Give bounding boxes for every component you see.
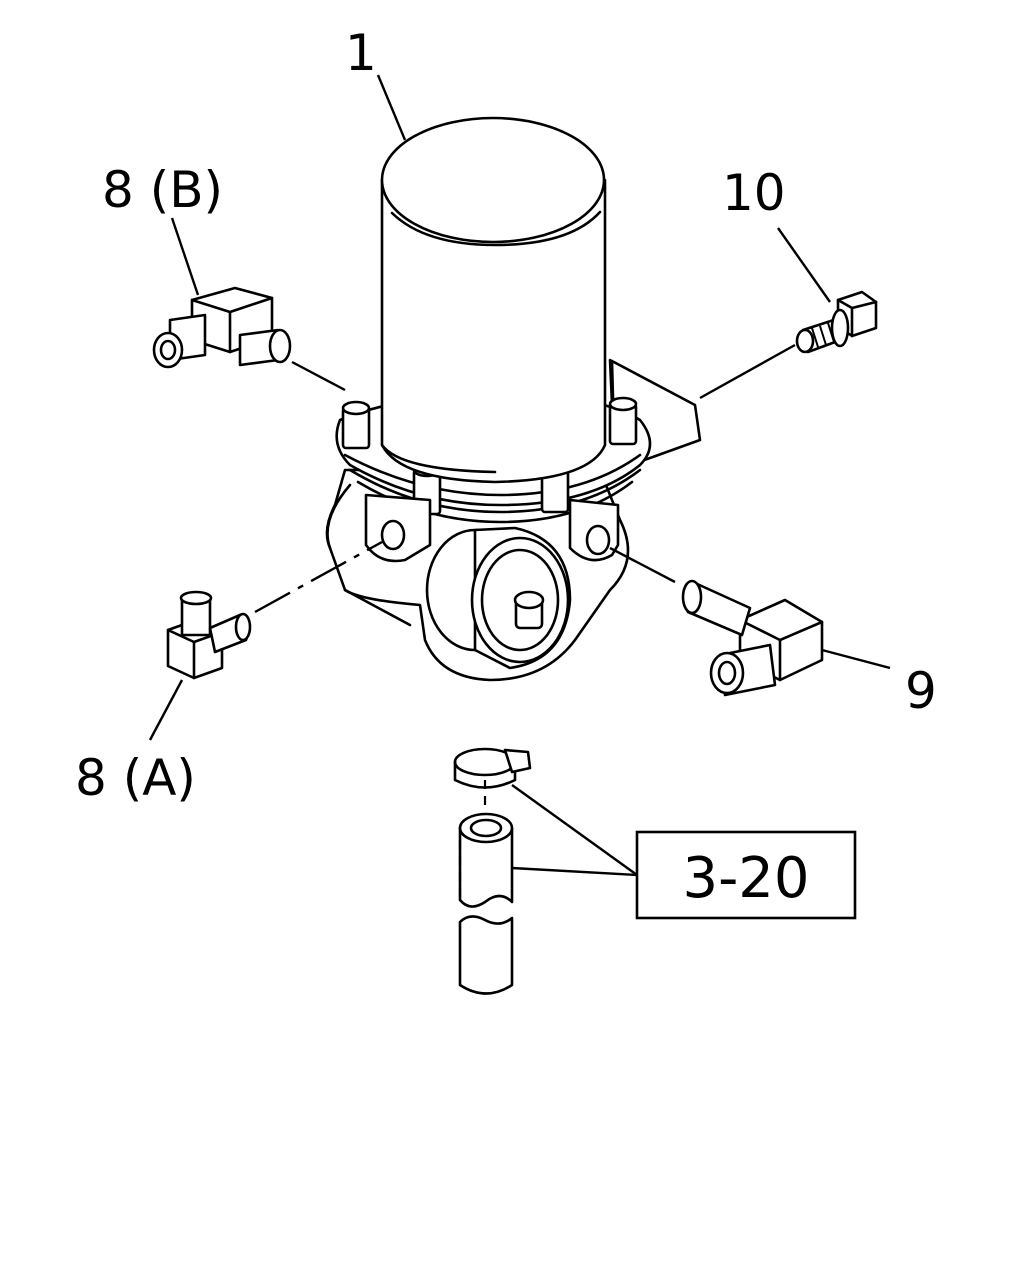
callout-part-10: 10 [722,164,786,222]
flange-bolt-1 [341,400,371,450]
callout-part-9: 9 [905,662,937,720]
right-port [585,524,611,556]
callout-part-8a: 8 (A) [75,749,196,807]
leader-lines [148,74,891,877]
air-dryer-assembly [325,116,702,682]
leader-part-1 [376,74,407,141]
callout-part-8b: 8 (B) [102,161,223,219]
leader-part-9 [821,648,891,670]
valve-body [425,526,572,670]
hose-section [458,812,514,995]
dryer-cartridge [380,116,607,484]
callout-part-1: 1 [345,24,377,82]
bolt-10 [795,290,878,354]
elbow-fitting-9 [681,579,824,697]
leader-10-to-bracket [699,343,796,400]
flange-bolt-2 [608,396,638,446]
elbow-fitting-8b [152,286,292,369]
reference-label: 3-20 [682,846,809,911]
leader-9-to-port [609,546,676,584]
leader-hose-ref [511,866,638,877]
hose-clamp [453,747,532,789]
leader-part-10 [777,227,831,303]
leader-clamp-ref [511,784,638,876]
reference-box: 3-20 [635,830,857,920]
leader-8a-to-port [254,540,383,614]
leader-part-8b [170,217,200,296]
leader-part-8a [148,679,184,741]
leader-8b-to-dryer [291,360,346,392]
fitting-8a [166,590,252,680]
left-port [380,519,406,551]
